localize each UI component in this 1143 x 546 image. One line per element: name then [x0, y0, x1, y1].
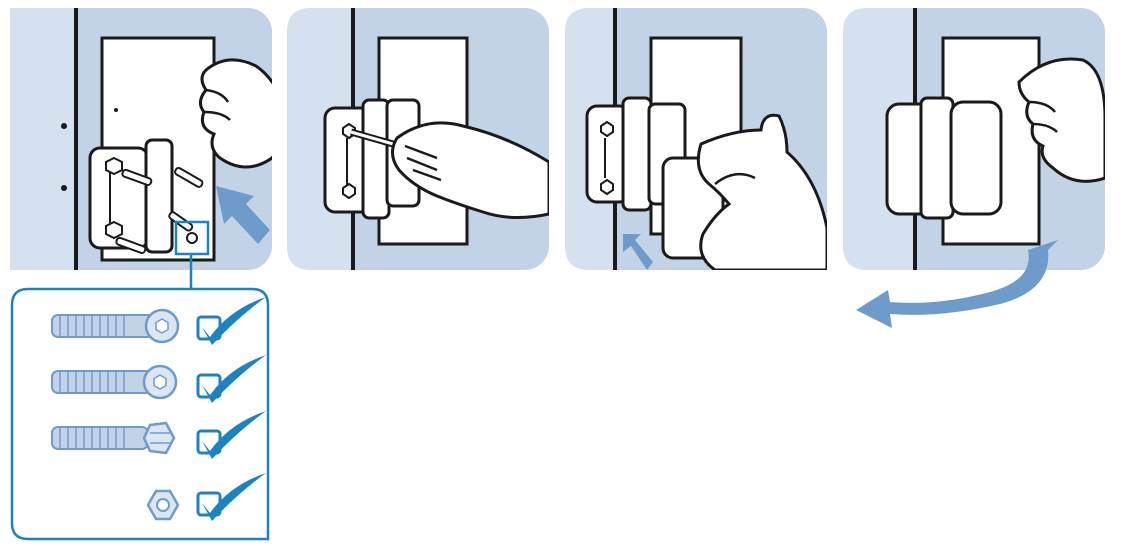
- step-3-attach-cover-icon: [565, 8, 827, 270]
- hex-bolt-icon: [52, 423, 174, 453]
- hex-nut-icon: [148, 491, 178, 519]
- detail-connector-line: [186, 254, 196, 290]
- step-1-mount-hinge-icon: [10, 8, 272, 270]
- rotate-arrow-icon: [850, 230, 1060, 330]
- step-1-panel: [10, 8, 272, 270]
- fastener-checklist: [10, 287, 270, 541]
- step-2-tighten-screws-icon: [287, 8, 549, 270]
- step-2-panel: [287, 8, 549, 270]
- socket-cap-screw-long-icon: [52, 310, 178, 342]
- button-head-screw-icon: [52, 366, 176, 398]
- step-3-panel: [565, 8, 827, 270]
- fastener-checklist-graphic: [10, 287, 270, 541]
